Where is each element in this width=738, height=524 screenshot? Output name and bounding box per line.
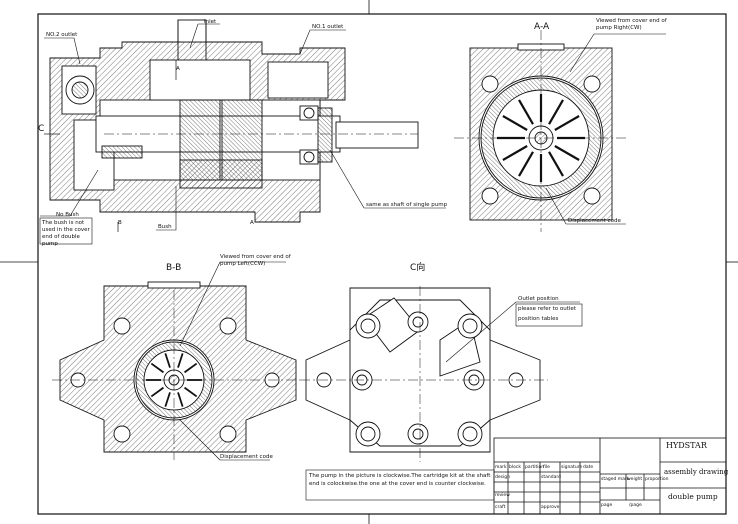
rotor-vane bbox=[164, 353, 171, 368]
rotor-vane bbox=[518, 151, 534, 177]
rotor-vane bbox=[548, 99, 564, 125]
c-view-title: C向 bbox=[410, 263, 426, 273]
rotor-vane bbox=[502, 145, 528, 161]
no2-outlet-label: NO.2 outlet bbox=[46, 32, 78, 38]
bush-note: The bush is not used in the cover end of… bbox=[42, 220, 90, 247]
section-b-marker: B bbox=[118, 220, 122, 226]
bb-section-view bbox=[52, 281, 300, 460]
proportion-label: proportion bbox=[645, 477, 669, 482]
company-name: HYDSTAR bbox=[666, 441, 707, 450]
weight-label: weight bbox=[627, 477, 643, 482]
title-block-frame bbox=[493, 437, 727, 515]
rotor-vane bbox=[502, 115, 528, 131]
rotor-vane bbox=[164, 392, 171, 407]
section-a-bottom-marker: A bbox=[250, 220, 254, 226]
review-label: review bbox=[495, 493, 510, 498]
section-a-top-marker: A bbox=[176, 66, 180, 72]
displacement-code-aa-label: Displacement code bbox=[568, 218, 621, 224]
outlet-position-label: Outlet position bbox=[518, 296, 559, 302]
inlet-label: Inlet bbox=[204, 19, 217, 25]
aa-section-view bbox=[454, 30, 628, 232]
rotor-vane bbox=[150, 362, 165, 374]
same-shaft-label: same as shaft of single pump bbox=[366, 202, 448, 208]
main-section-view bbox=[44, 19, 419, 232]
design-label: design bbox=[495, 475, 510, 480]
standard-label: standard bbox=[541, 475, 561, 480]
pump-rotation-note: The pump in the picture is clockwise.The… bbox=[309, 473, 491, 487]
viewed-left-label: Viewed from cover end of pump Left(CCW) bbox=[220, 254, 291, 267]
row-label-block: block bbox=[509, 465, 521, 470]
c-direction-view bbox=[300, 286, 548, 462]
aa-view-title: A-A bbox=[534, 22, 550, 32]
rotor-vane bbox=[548, 151, 564, 177]
page-label: page bbox=[601, 503, 613, 508]
rotor-vane bbox=[554, 115, 580, 131]
leader-lines bbox=[39, 23, 666, 501]
craft-label: craft bbox=[495, 505, 506, 510]
staged-mark-label: staged mark bbox=[601, 477, 630, 482]
rotor-vane bbox=[183, 386, 198, 398]
position-tables-label: position tables bbox=[518, 316, 559, 322]
drawing-type: assembly drawing bbox=[664, 468, 729, 476]
rotor-vane bbox=[177, 353, 184, 368]
row-label-date: date bbox=[583, 465, 594, 470]
no1-outlet-label: NO.1 outlet bbox=[312, 24, 344, 30]
bush-label: Bush bbox=[158, 224, 172, 230]
rotor-vane bbox=[518, 99, 534, 125]
section-c-marker: C bbox=[38, 124, 45, 134]
rotor-vane bbox=[150, 386, 165, 398]
no-bush-label: No Bush bbox=[56, 212, 79, 218]
per-page-label: /page bbox=[629, 503, 642, 508]
viewed-right-label: Viewed from cover end of pump Right(CW) bbox=[596, 18, 667, 31]
row-label-file: file bbox=[543, 465, 550, 470]
row-label-mark: mark bbox=[495, 465, 507, 470]
part-name: double pump bbox=[668, 492, 718, 501]
row-label-partition: partition bbox=[525, 465, 545, 470]
row-label-signature: signature bbox=[561, 465, 583, 470]
rotor-vane bbox=[183, 362, 198, 374]
outlet-refer-label: please refer to outlet bbox=[518, 306, 576, 312]
approve-label: approve bbox=[541, 505, 560, 510]
bb-view-title: B-B bbox=[166, 263, 182, 273]
rotor-vane bbox=[177, 392, 184, 407]
displacement-code-bb-label: Displacement code bbox=[220, 454, 273, 460]
rotor-vane bbox=[554, 145, 580, 161]
